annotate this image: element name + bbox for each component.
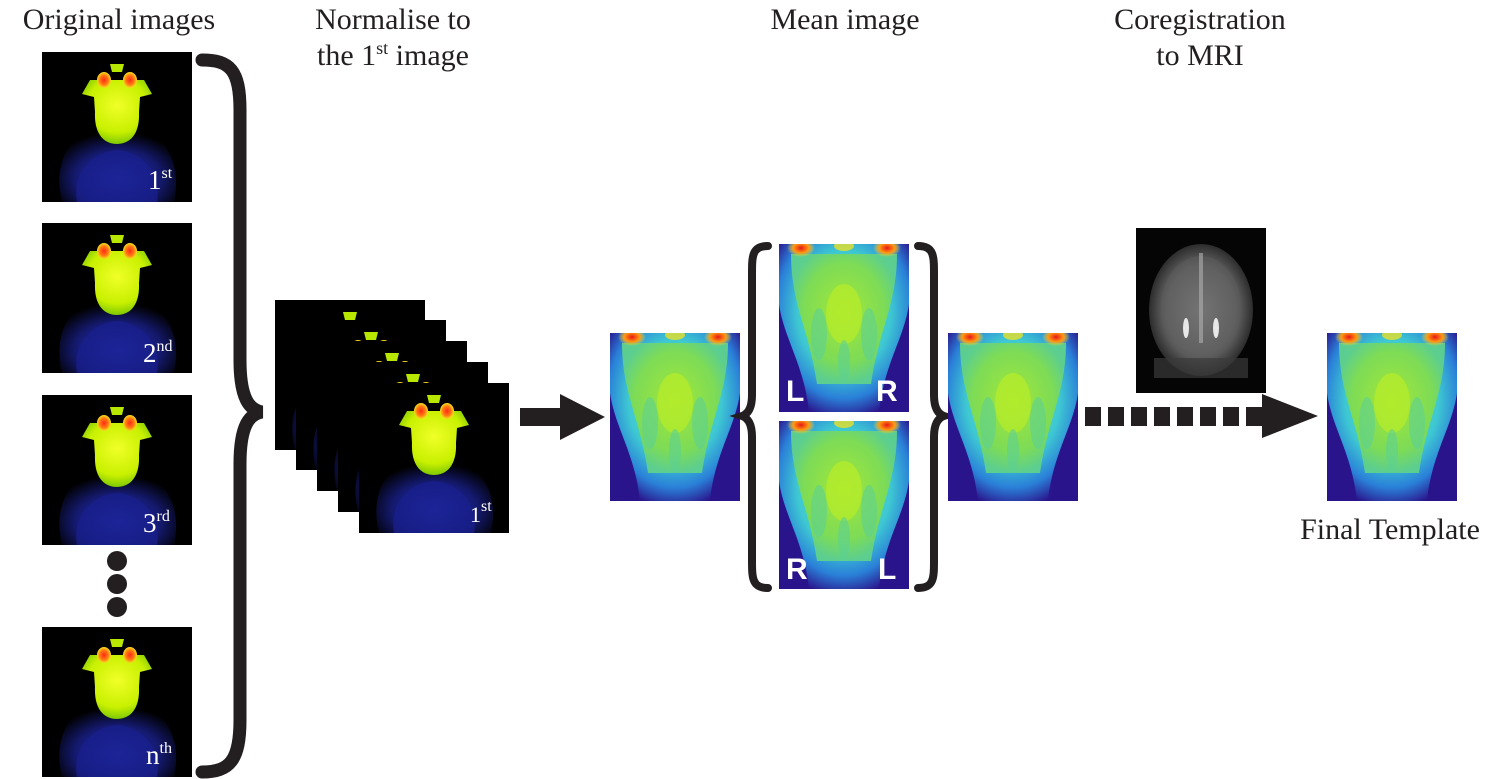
ordinal-label-3: 3rd xyxy=(143,508,170,538)
dashed-arrow-to-final xyxy=(1085,394,1318,438)
stack-ordinal-label: 1st xyxy=(470,498,492,528)
flip-top-right-label: R xyxy=(876,375,898,408)
ordinal-label-n: nth xyxy=(146,740,172,770)
flip-left-brace xyxy=(729,242,772,592)
final-template-image xyxy=(1327,333,1457,501)
mri-image xyxy=(1136,228,1266,393)
heading-coregistration-line1: Coregistration xyxy=(1114,3,1286,36)
arrow-to-mean xyxy=(520,394,605,440)
mean-image xyxy=(610,333,740,501)
flip-bottom-right-label: L xyxy=(878,553,897,586)
heading-final-template: Final Template xyxy=(1300,513,1480,546)
heading-mean-image: Mean image xyxy=(770,3,920,36)
original-images-brace xyxy=(195,53,264,779)
ordinal-label-2: 2nd xyxy=(143,338,173,368)
heading-normalise-line2: the 1st image xyxy=(317,38,469,72)
flip-top-left-label: L xyxy=(786,375,805,408)
symmetric-mean-image xyxy=(948,333,1078,501)
normalised-image-stack xyxy=(275,300,509,533)
heading-normalise: Normalise to the 1st image xyxy=(268,2,518,74)
flip-bottom-left-label: R xyxy=(786,553,808,586)
heading-original-images: Original images xyxy=(22,3,216,36)
heading-normalise-line1: Normalise to xyxy=(315,3,471,36)
ordinal-label-1: 1st xyxy=(148,165,173,195)
heading-coregistration: Coregistration to MRI xyxy=(1075,2,1325,74)
heading-coregistration-line2: to MRI xyxy=(1156,39,1244,72)
flip-right-brace xyxy=(914,242,957,592)
ellipsis-dots xyxy=(107,551,127,617)
